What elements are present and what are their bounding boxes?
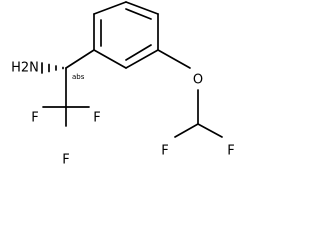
fluorine-label-2: F xyxy=(31,111,38,126)
ring-to-oxygen-bond xyxy=(157,49,191,69)
molecule-drawing: H2N abs F F F O F F xyxy=(11,1,235,168)
benzene-ring xyxy=(93,1,159,69)
stereo-abs-label: abs xyxy=(72,73,85,81)
fluorine-label-5: F xyxy=(227,144,234,159)
structure-canvas: H2N abs F F F O F F xyxy=(11,1,235,168)
difluoromethyl-to-fluorine-4-bond xyxy=(174,123,199,138)
hashed-wedge-bond xyxy=(41,62,64,74)
fluorine-label-3: F xyxy=(62,153,69,168)
chiral-carbon-to-ring-bond xyxy=(65,49,95,69)
amine-label: H2N xyxy=(11,61,39,76)
difluoromethyl-to-fluorine-5-bond xyxy=(197,123,223,138)
fluorine-label-1: F xyxy=(93,111,100,126)
ether-oxygen-label: O xyxy=(193,73,203,88)
fluorine-label-4: F xyxy=(161,144,168,159)
